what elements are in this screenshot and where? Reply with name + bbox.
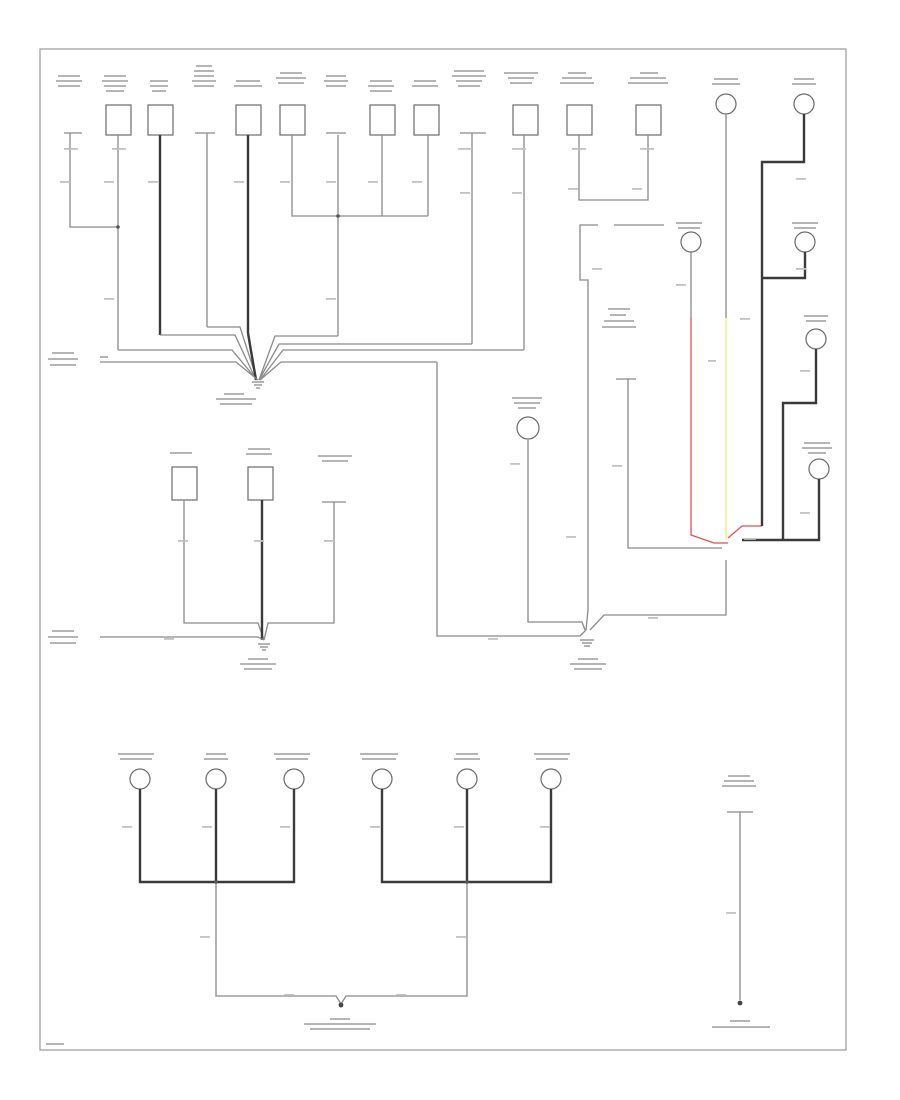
illegible-wire-labels [60,148,810,996]
diagram-frame [39,48,847,1051]
top-row-components [64,93,815,136]
bottom-lamp-harness [129,768,753,1008]
illegible-component-labels [46,65,832,1045]
right-lamp-harness [680,114,830,544]
splices [116,214,469,884]
right-center-harness [436,135,727,647]
upper-ground-harness [69,133,525,389]
middle-left-harness [100,466,346,651]
